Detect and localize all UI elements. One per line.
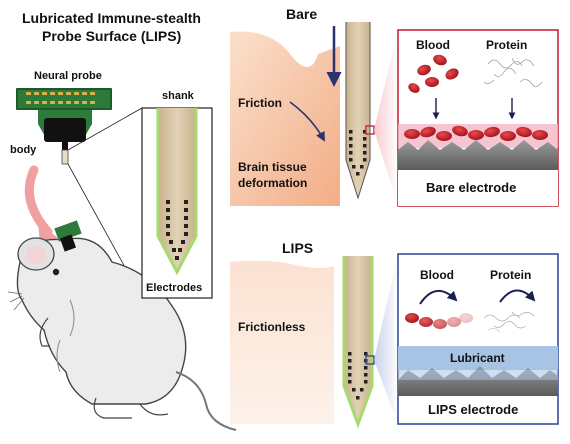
zoom-line — [67, 107, 143, 151]
shank-zoom — [156, 108, 198, 276]
electrode-array — [166, 200, 188, 260]
friction-label: Friction — [238, 96, 282, 110]
friction-arrow — [289, 101, 325, 142]
frictionless-label: Frictionless — [238, 320, 306, 334]
lips-zoom-cone — [374, 254, 398, 424]
deformation-label-line2: deformation — [238, 176, 308, 190]
bare-shank — [345, 22, 371, 200]
bare-blood-cells — [408, 54, 459, 93]
lubricant-infused — [398, 370, 558, 380]
figure-title-line2: Probe Surface (LIPS) — [42, 28, 182, 44]
insertion-arrow-head — [38, 222, 58, 244]
blood-repel-arrow — [419, 290, 458, 305]
lips-electrode-label: LIPS electrode — [428, 402, 519, 417]
lubricant-label: Lubricant — [450, 351, 505, 365]
neural-probe-label: Neural probe — [34, 70, 102, 82]
bare-protein-strands — [483, 57, 543, 87]
bare-protein-label: Protein — [486, 38, 528, 52]
lips-panel-title: LIPS — [282, 240, 314, 256]
figure-title-line1: Lubricated Immune-stealth — [22, 10, 201, 26]
lips-protein-label: Protein — [490, 268, 532, 282]
bare-panel-title: Bare — [286, 6, 318, 22]
lips-blood-label: Blood — [420, 268, 454, 282]
bare-tissue — [230, 31, 340, 206]
bare-electrode-surface — [398, 140, 558, 170]
body-label: body — [10, 144, 37, 156]
neural-probe-illustration — [16, 88, 112, 165]
bare-adsorbed-cells — [404, 125, 548, 141]
bare-blood-label: Blood — [416, 38, 450, 52]
protein-repel-arrow — [499, 289, 536, 303]
electrodes-label: Electrodes — [146, 282, 203, 294]
bare-label-band — [398, 170, 558, 206]
lips-tissue — [230, 260, 334, 424]
deformation-label-line1: Brain tissue — [238, 160, 307, 174]
bare-electrodes — [349, 130, 367, 176]
lips-protein-strands — [483, 311, 535, 333]
insertion-arrow — [24, 165, 53, 237]
shank-label: shank — [162, 90, 194, 102]
bare-electrode-label: Bare electrode — [426, 180, 517, 195]
lubricant-layer — [398, 346, 558, 370]
lips-repelled-cells — [405, 313, 473, 329]
bare-zoom-cone — [374, 30, 398, 206]
